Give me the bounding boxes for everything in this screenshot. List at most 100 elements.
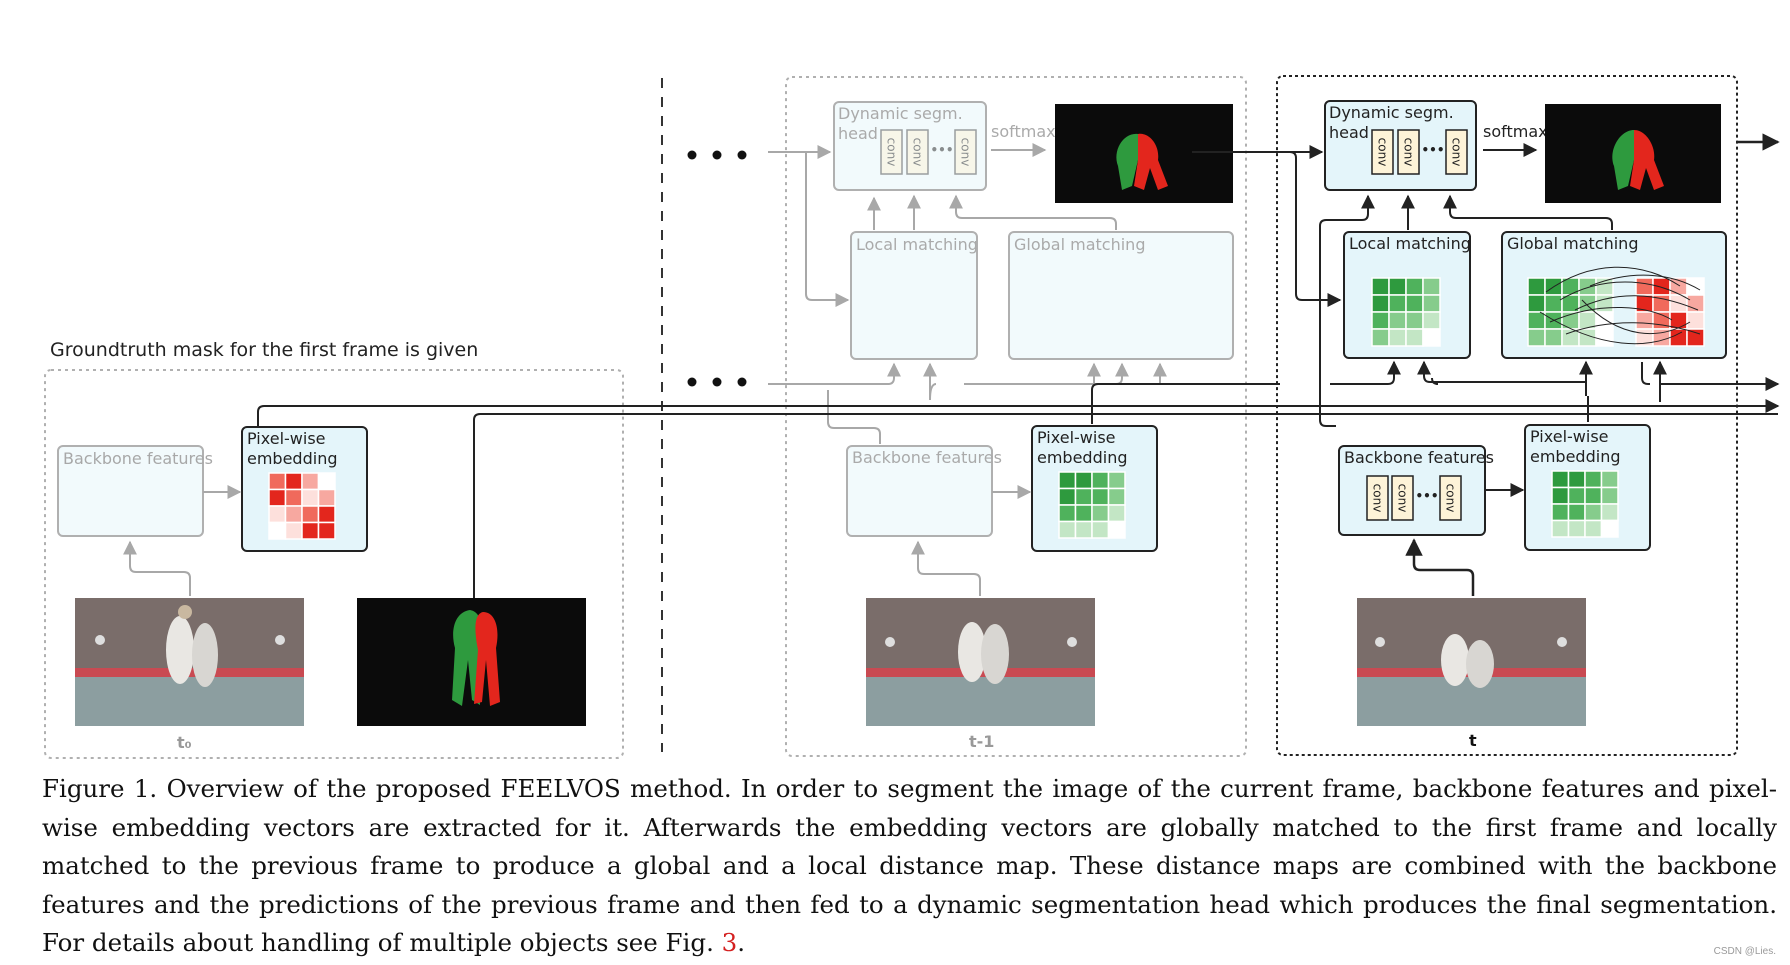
grid-cell <box>1527 311 1546 330</box>
grid-cell <box>1584 503 1603 522</box>
embedding-label-t-line1: Pixel-wise <box>1530 427 1609 446</box>
grid-cell <box>1600 503 1619 522</box>
grid-cell <box>1567 503 1586 522</box>
grid-cell <box>1600 470 1619 489</box>
conv-label: conv <box>1444 484 1458 513</box>
grid-cell <box>1388 294 1407 313</box>
grid-cell <box>268 505 287 524</box>
grid-cell <box>1058 487 1077 506</box>
grid-cell <box>1422 328 1441 347</box>
grid-cell <box>1074 504 1093 523</box>
grid-cell <box>1686 328 1705 347</box>
backbone-label-t0: Backbone features <box>63 449 213 468</box>
grid-cell <box>1107 487 1126 506</box>
conv-label: conv <box>959 138 973 167</box>
figure-reference-link[interactable]: 3 <box>721 928 738 957</box>
judoka-figures-t0 <box>95 605 285 687</box>
grid-cell <box>284 505 303 524</box>
grid-cell <box>284 488 303 507</box>
grid-cell <box>268 521 287 540</box>
watermark: CSDN @Lies. <box>1713 946 1776 957</box>
grid-cell <box>1074 487 1093 506</box>
grid-cell <box>1567 519 1586 538</box>
dyn-head-label-t1-line1: Dynamic segm. <box>838 104 963 123</box>
grid-cell <box>1551 519 1570 538</box>
grid-cell <box>1107 520 1126 539</box>
grid-cell <box>1422 294 1441 313</box>
local-matching-box-t1 <box>850 231 978 360</box>
grid-cell <box>1388 311 1407 330</box>
softmax-label-t1: softmax <box>991 122 1056 141</box>
grid-cell <box>317 521 336 540</box>
groundtruth-note: Groundtruth mask for the first frame is … <box>50 339 478 361</box>
grid-cell <box>1091 487 1110 506</box>
embedding-label-t1-line1: Pixel-wise <box>1037 428 1116 447</box>
embedding-label-t1-line2: embedding <box>1037 448 1127 467</box>
conv-layers-t1: conv conv ••• conv <box>880 129 977 175</box>
grid-cell <box>1527 328 1546 347</box>
grid-cell <box>1686 277 1705 296</box>
grid-cell <box>1551 503 1570 522</box>
grid-cell <box>1652 277 1671 296</box>
grid-cell <box>1584 519 1603 538</box>
panel-frame-t: Dynamic segm. head conv conv ••• conv so… <box>1192 75 1780 756</box>
grid-cell <box>1595 328 1614 347</box>
grid-cell <box>268 472 287 491</box>
grid-cell <box>1578 277 1597 296</box>
grid-cell <box>1584 486 1603 505</box>
conv-label: conv <box>1396 484 1410 513</box>
grid-cell <box>1371 277 1390 296</box>
grid-cell <box>1584 470 1603 489</box>
grid-cell <box>317 505 336 524</box>
feelvos-overview-figure: Groundtruth mask for the first frame is … <box>44 75 1780 759</box>
conv-label: conv <box>1402 138 1416 167</box>
caption-end: . <box>737 928 746 957</box>
grid-cell <box>301 488 320 507</box>
grid-cell <box>284 472 303 491</box>
conv-label: conv <box>911 138 925 167</box>
panel-frame-t-minus-1: Dynamic segm. head conv conv ••• conv so… <box>768 76 1247 757</box>
grid-cell <box>1635 311 1654 330</box>
backbone-label-t1: Backbone features <box>852 448 1002 467</box>
conv-label: conv <box>1450 138 1464 167</box>
conv-layers-t: conv conv ••• conv <box>1371 129 1468 175</box>
figure-caption: Figure 1. Overview of the proposed FEELV… <box>42 770 1777 963</box>
grid-cell <box>1107 504 1126 523</box>
dyn-head-label-t-line1: Dynamic segm. <box>1329 103 1454 122</box>
ellipsis-dots <box>687 150 747 387</box>
global-matching-label-t1: Global matching <box>1014 235 1145 254</box>
grid-cell <box>1527 277 1546 296</box>
grid-cell <box>1405 277 1424 296</box>
grid-cell <box>1388 277 1407 296</box>
global-matching-box-t1 <box>1008 231 1234 360</box>
grid-cell <box>1686 311 1705 330</box>
grid-cell <box>1388 328 1407 347</box>
grid-cell <box>1600 519 1619 538</box>
grid-cell <box>1422 277 1441 296</box>
grid-cell <box>1371 328 1390 347</box>
grid-cell <box>301 472 320 491</box>
embedding-grid-t <box>1551 470 1619 538</box>
grid-cell <box>1371 311 1390 330</box>
grid-cell <box>284 521 303 540</box>
grid-cell <box>268 488 287 507</box>
caption-text: Figure 1. Overview of the proposed FEELV… <box>42 774 1777 957</box>
local-matching-label-t: Local matching <box>1349 234 1471 253</box>
grid-cell <box>1405 294 1424 313</box>
grid-cell <box>1635 277 1654 296</box>
backbone-label-t: Backbone features <box>1344 448 1494 467</box>
softmax-label-t: softmax <box>1483 122 1548 141</box>
conv-ellipsis: ••• <box>930 143 953 157</box>
grid-cell <box>1551 486 1570 505</box>
grid-cell <box>1405 328 1424 347</box>
judoka-figures-t <box>1375 634 1567 688</box>
grid-cell <box>301 521 320 540</box>
embedding-label-t0-line1: Pixel-wise <box>247 429 326 448</box>
grid-cell <box>1371 294 1390 313</box>
conv-label: conv <box>885 138 899 167</box>
grid-cell <box>317 488 336 507</box>
dyn-head-label-t-line2: head <box>1329 123 1369 142</box>
grid-cell <box>1551 470 1570 489</box>
time-label-t-minus-1: t-1 <box>969 732 994 751</box>
mask-red-object <box>474 612 500 706</box>
